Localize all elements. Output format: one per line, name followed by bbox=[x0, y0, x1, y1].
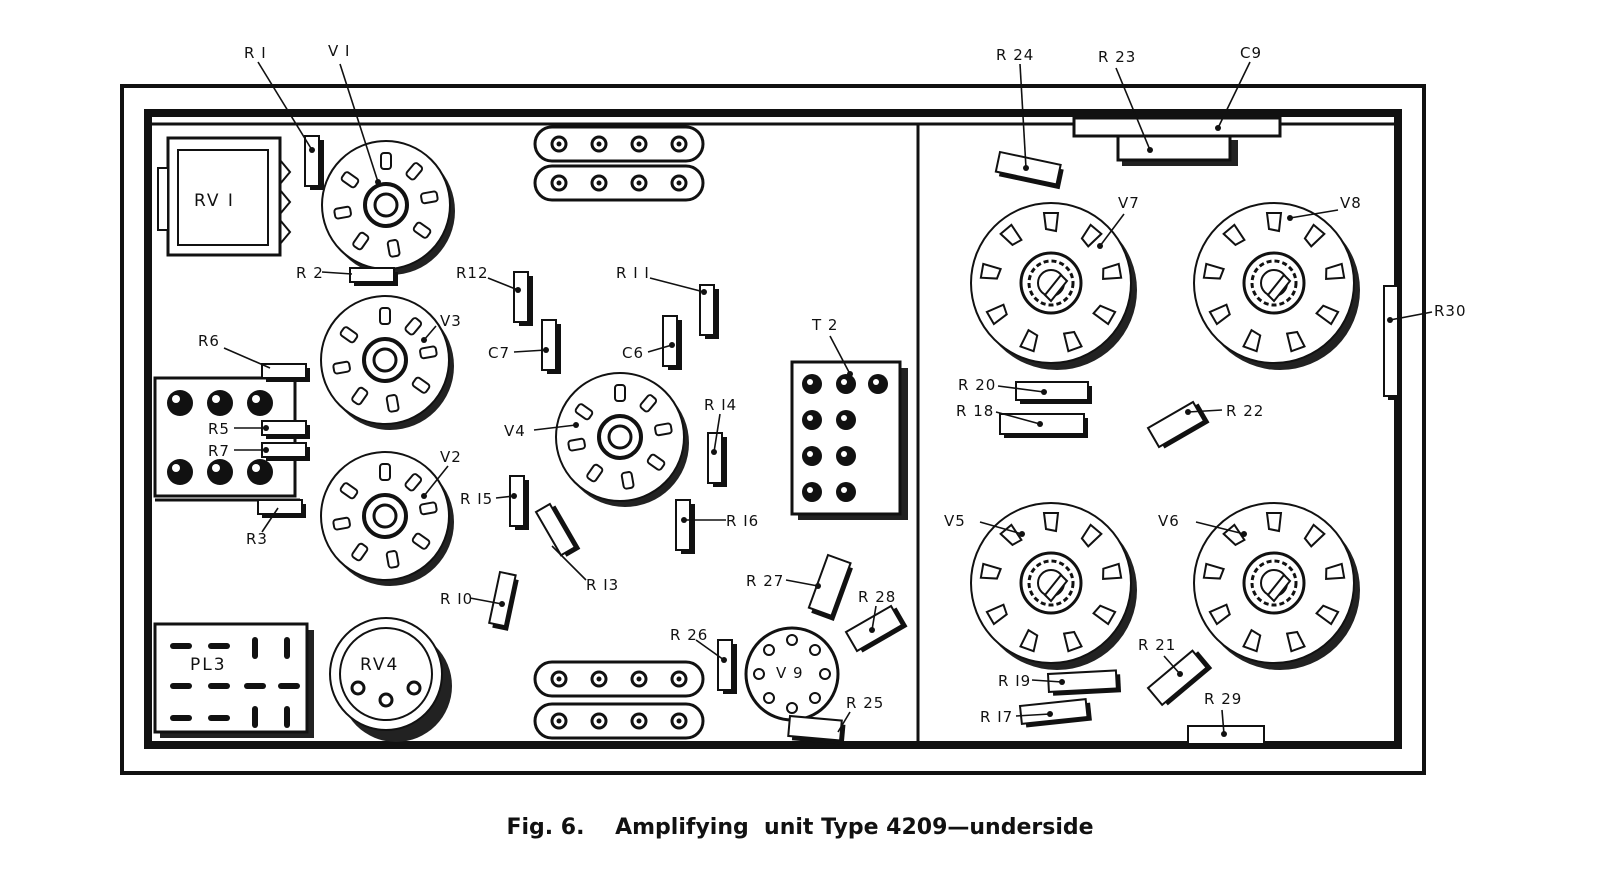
figure-caption: Fig. 6. Amplifying unit Type 4209—unders… bbox=[0, 815, 1600, 840]
label-r21: R 21 bbox=[1138, 636, 1176, 654]
tag-strip-bottom-1 bbox=[533, 660, 705, 698]
label-v7: V7 bbox=[1118, 194, 1140, 212]
label-v1: V I bbox=[328, 42, 350, 60]
label-r7: R7 bbox=[208, 442, 230, 460]
resistor-r13 bbox=[534, 502, 581, 557]
resistor-r6 bbox=[261, 363, 311, 383]
resistor-r15 bbox=[509, 475, 530, 531]
rv4-potentiometer bbox=[329, 617, 452, 742]
label-v9: V 9 bbox=[776, 664, 804, 682]
label-c6: C6 bbox=[622, 344, 644, 362]
label-rv1: RV I bbox=[194, 191, 235, 211]
resistor-r3 bbox=[257, 499, 307, 519]
figure-title: Amplifying unit Type 4209—underside bbox=[615, 815, 1094, 840]
resistor-r2 bbox=[349, 267, 399, 287]
label-v3: V3 bbox=[440, 312, 462, 330]
tag-strip-top-1 bbox=[533, 125, 705, 163]
leader-dots bbox=[263, 125, 1393, 737]
leader-lines bbox=[223, 61, 1433, 735]
label-v6: V6 bbox=[1158, 512, 1180, 530]
resistor-r14 bbox=[707, 432, 728, 488]
resistor-r25 bbox=[787, 714, 846, 745]
label-v2: V2 bbox=[440, 448, 462, 466]
label-r20: R 20 bbox=[958, 376, 996, 394]
label-c7: C7 bbox=[488, 344, 510, 362]
label-r30: R30 bbox=[1434, 302, 1467, 320]
label-r19: R I9 bbox=[998, 672, 1031, 690]
label-r14: R I4 bbox=[704, 396, 737, 414]
label-v5: V5 bbox=[944, 512, 966, 530]
resistor-r5 bbox=[261, 420, 311, 440]
label-r15: R I5 bbox=[460, 490, 493, 508]
figure-number: Fig. 6. bbox=[506, 815, 585, 840]
label-rv4: RV4 bbox=[360, 655, 399, 675]
label-r5: R5 bbox=[208, 420, 230, 438]
resistor-r26 bbox=[717, 639, 738, 695]
label-r2: R 2 bbox=[296, 264, 324, 282]
resistor-r20 bbox=[1015, 381, 1092, 404]
components bbox=[257, 135, 1402, 745]
label-r23: R 23 bbox=[1098, 48, 1136, 66]
label-r28: R 28 bbox=[858, 588, 896, 606]
component-labels: R I V I RV I R 2 V3 R6 R5 R7 V2 R3 PL3 R… bbox=[190, 42, 1467, 726]
label-r6: R6 bbox=[198, 332, 220, 350]
resistor-r21 bbox=[1146, 649, 1213, 707]
label-r22: R 22 bbox=[1226, 402, 1264, 420]
label-r11: R I I bbox=[616, 264, 650, 282]
label-r26: R 26 bbox=[670, 626, 708, 644]
label-v4: V4 bbox=[504, 422, 526, 440]
pl3-plug bbox=[153, 622, 314, 738]
label-v8: V8 bbox=[1340, 194, 1362, 212]
resistor-r19 bbox=[1046, 669, 1122, 696]
c9-capacitor bbox=[1072, 116, 1282, 166]
label-r24: R 24 bbox=[996, 46, 1034, 64]
label-r12: R12 bbox=[456, 264, 489, 282]
label-r1: R I bbox=[244, 44, 267, 62]
resistor-r27 bbox=[807, 553, 853, 621]
label-r27: R 27 bbox=[746, 572, 784, 590]
resistor-r7 bbox=[261, 442, 311, 462]
label-r3: R3 bbox=[246, 530, 268, 548]
tag-strip-top-2 bbox=[533, 164, 705, 202]
label-pl3: PL3 bbox=[190, 655, 227, 675]
label-r13: R I3 bbox=[586, 576, 619, 594]
t2-transformer bbox=[790, 360, 908, 520]
label-r25: R 25 bbox=[846, 694, 884, 712]
resistor-r12 bbox=[513, 271, 534, 327]
label-r17: R I7 bbox=[980, 708, 1013, 726]
label-r10: R I0 bbox=[440, 590, 473, 608]
resistor-r10 bbox=[488, 570, 519, 631]
label-r16: R I6 bbox=[726, 512, 759, 530]
label-r29: R 29 bbox=[1204, 690, 1242, 708]
label-r18: R 18 bbox=[956, 402, 994, 420]
label-c9: C9 bbox=[1240, 44, 1262, 62]
capacitor-c7 bbox=[541, 319, 562, 375]
tag-strip-bottom-2 bbox=[533, 702, 705, 740]
resistor-r16 bbox=[675, 499, 696, 555]
resistor-r18 bbox=[999, 413, 1088, 438]
valve-v9 bbox=[744, 626, 840, 722]
rv1-potentiometer bbox=[157, 136, 292, 257]
label-t2: T 2 bbox=[811, 316, 838, 334]
resistor-r30 bbox=[1383, 285, 1402, 400]
